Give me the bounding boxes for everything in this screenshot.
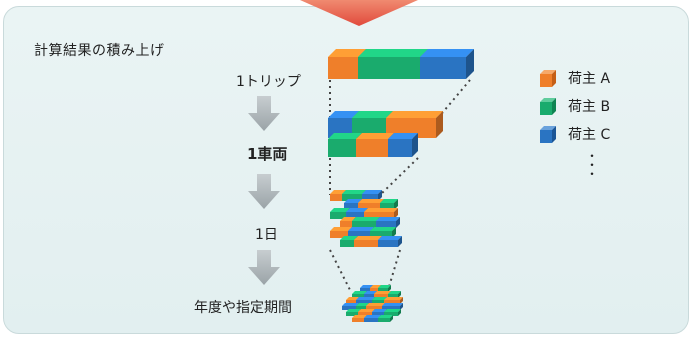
down-arrow-icon [248, 96, 280, 131]
cargo-block [352, 217, 380, 228]
cargo-block [384, 297, 403, 304]
legend-item-a: 荷主 A [538, 68, 610, 88]
cargo-block [382, 303, 403, 310]
cargo-blocks [328, 49, 474, 322]
cargo-block [362, 190, 382, 201]
cargo-block [370, 227, 396, 238]
cargo-block [358, 49, 428, 79]
legend-label: 荷主 A [568, 71, 611, 87]
legend-item-c: 荷主 C [538, 124, 610, 144]
cargo-block [378, 315, 393, 322]
cargo-block [354, 236, 382, 247]
blue-cube-icon [540, 126, 556, 143]
stage-label-trip: 1トリップ [236, 74, 301, 90]
stage-label-vehicle: 1車両 [247, 145, 288, 163]
diagram-title: 計算結果の積み上げ [34, 43, 165, 59]
top-arrow-icon [300, 0, 418, 26]
cargo-block [388, 291, 401, 298]
connector-lines [329, 79, 471, 291]
orange-cube-icon [540, 70, 556, 87]
cargo-block [378, 285, 391, 292]
stage-label-period: 年度や指定期間 [194, 300, 292, 316]
legend-ellipsis: ・・・ [586, 149, 599, 181]
cargo-block [364, 208, 398, 219]
legend-label: 荷主 B [568, 99, 611, 115]
stage-label-day: 1日 [255, 227, 278, 243]
legend-label: 荷主 C [568, 127, 611, 143]
cargo-block [420, 49, 474, 79]
cargo-block [388, 133, 418, 157]
cargo-block [384, 309, 401, 316]
legend-item-b: 荷主 B [538, 96, 610, 116]
down-arrow-icon [248, 250, 280, 285]
green-cube-icon [540, 98, 556, 115]
cargo-block [376, 217, 400, 228]
down-arrow-icon [248, 174, 280, 209]
cargo-block [380, 199, 398, 210]
cargo-block [378, 236, 402, 247]
